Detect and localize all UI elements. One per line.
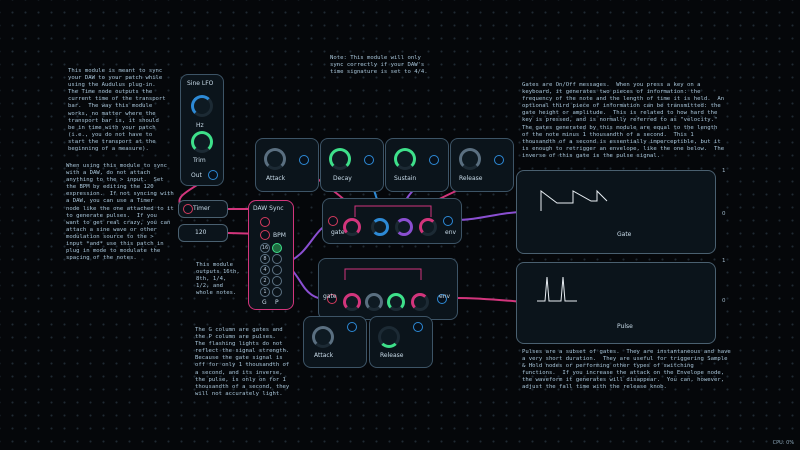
gate-2-light	[272, 276, 282, 286]
row-8-label: 8	[260, 254, 270, 264]
row-2-label: 2	[260, 276, 270, 286]
sine-lfo-title: Sine LFO	[187, 80, 214, 87]
env-top-shape-icon	[354, 205, 432, 217]
row-1-label: 1	[260, 287, 270, 297]
env-bottom-release-knob[interactable]	[411, 293, 429, 311]
env-top-release-knob[interactable]	[419, 218, 437, 236]
attack-top-jack[interactable]	[299, 155, 309, 165]
gate-scope-title: Gate	[617, 231, 632, 238]
gate-tick-low: 0	[722, 211, 726, 217]
gate-waveform	[540, 189, 608, 211]
note-pulses: Pulses are a subset of gates. They are i…	[522, 349, 731, 391]
attack-bottom-module[interactable]: Attack	[303, 316, 367, 368]
attack-top-label: Attack	[266, 175, 286, 182]
env-bottom-gate-jack[interactable]	[327, 294, 337, 304]
gate-scope[interactable]: Gate	[516, 170, 716, 254]
gate-8-light	[272, 254, 282, 264]
trim-label: Trim	[193, 157, 206, 164]
attack-top-module[interactable]: Attack	[255, 138, 319, 192]
lfo-out-jack[interactable]	[208, 170, 218, 180]
pulse-tick-high: 1	[722, 258, 726, 264]
trigger-in-jack[interactable]	[260, 217, 270, 227]
sustain-module[interactable]: Sustain	[385, 138, 449, 192]
release-bottom-label: Release	[380, 352, 404, 359]
g-column-label: G	[262, 299, 267, 306]
gate-16-light	[272, 243, 282, 253]
gate-tick-high: 1	[722, 168, 726, 174]
hz-label: Hz	[196, 122, 204, 129]
bpm-in-jack[interactable]	[260, 230, 270, 240]
env-bottom-gate-label: gate	[323, 293, 337, 300]
release-top-knob[interactable]	[459, 148, 481, 170]
daw-sync-module[interactable]: DAW Sync BPM 16 8 4 2 1 G P	[248, 200, 294, 310]
env-top-env-label: env	[445, 229, 457, 236]
decay-label: Decay	[333, 175, 352, 182]
release-top-module[interactable]: Release	[450, 138, 514, 192]
attack-bottom-knob[interactable]	[312, 326, 334, 348]
hz-knob[interactable]	[191, 95, 213, 117]
release-bottom-module[interactable]: Release	[369, 316, 433, 368]
sustain-jack[interactable]	[429, 155, 439, 165]
note-transport: This module is meant to sync your DAW to…	[68, 68, 166, 153]
note-time-signature: Note: This module will only sync correct…	[330, 55, 428, 76]
daw-sync-title: DAW Sync	[253, 205, 284, 212]
pulse-waveform	[537, 276, 577, 302]
release-top-label: Release	[459, 175, 483, 182]
envelope-top-module[interactable]: gate env	[322, 198, 462, 244]
gate-4-light	[272, 265, 282, 275]
env-top-sustain-knob[interactable]	[395, 218, 413, 236]
attack-top-knob[interactable]	[264, 148, 286, 170]
release-bottom-knob[interactable]	[378, 326, 400, 348]
env-bottom-env-label: env	[439, 293, 451, 300]
env-top-gate-label: gate	[331, 229, 345, 236]
trim-knob[interactable]	[191, 131, 213, 153]
bpm-label: BPM	[273, 232, 286, 239]
timer-in-jack[interactable]	[183, 204, 193, 214]
env-top-gate-jack[interactable]	[328, 216, 338, 226]
decay-knob[interactable]	[329, 148, 351, 170]
pulse-scope-title: Pulse	[617, 323, 633, 330]
env-top-decay-knob[interactable]	[371, 218, 389, 236]
env-bottom-out-jack[interactable]	[437, 294, 447, 304]
row-4-label: 4	[260, 265, 270, 275]
out-label: Out	[191, 172, 202, 179]
release-bottom-jack[interactable]	[413, 322, 423, 332]
pulse-tick-low: 0	[722, 298, 726, 304]
sustain-knob[interactable]	[394, 148, 416, 170]
env-bottom-shape-icon	[344, 268, 422, 280]
pulse-scope[interactable]: Pulse	[516, 262, 716, 344]
sustain-label: Sustain	[394, 175, 417, 182]
p-column-label: P	[275, 299, 279, 306]
env-bottom-decay-knob[interactable]	[365, 293, 383, 311]
note-columns: The G column are gates and the P column …	[195, 327, 290, 397]
row-16-label: 16	[260, 243, 270, 253]
env-bottom-sustain-knob[interactable]	[387, 293, 405, 311]
note-outputs: This module outputs 16th, 8th, 1/4, 1/2,…	[196, 262, 240, 297]
attack-bottom-label: Attack	[314, 352, 334, 359]
env-top-attack-knob[interactable]	[343, 218, 361, 236]
release-top-jack[interactable]	[494, 155, 504, 165]
env-bottom-attack-knob[interactable]	[343, 293, 361, 311]
decay-module[interactable]: Decay	[320, 138, 384, 192]
bpm-expression[interactable]: 120	[178, 224, 228, 242]
envelope-bottom-module[interactable]: gate env	[318, 258, 458, 320]
env-top-out-jack[interactable]	[443, 216, 453, 226]
cpu-status: CPU: 0%	[772, 440, 794, 446]
attack-bottom-jack[interactable]	[347, 322, 357, 332]
sine-lfo-module[interactable]: Sine LFO Hz Trim Out	[180, 74, 224, 186]
decay-jack[interactable]	[364, 155, 374, 165]
note-sync: When using this module to sync with a DA…	[66, 163, 174, 262]
note-gates: Gates are On/Off messages. When you pres…	[522, 82, 725, 159]
gate-1-light	[272, 287, 282, 297]
